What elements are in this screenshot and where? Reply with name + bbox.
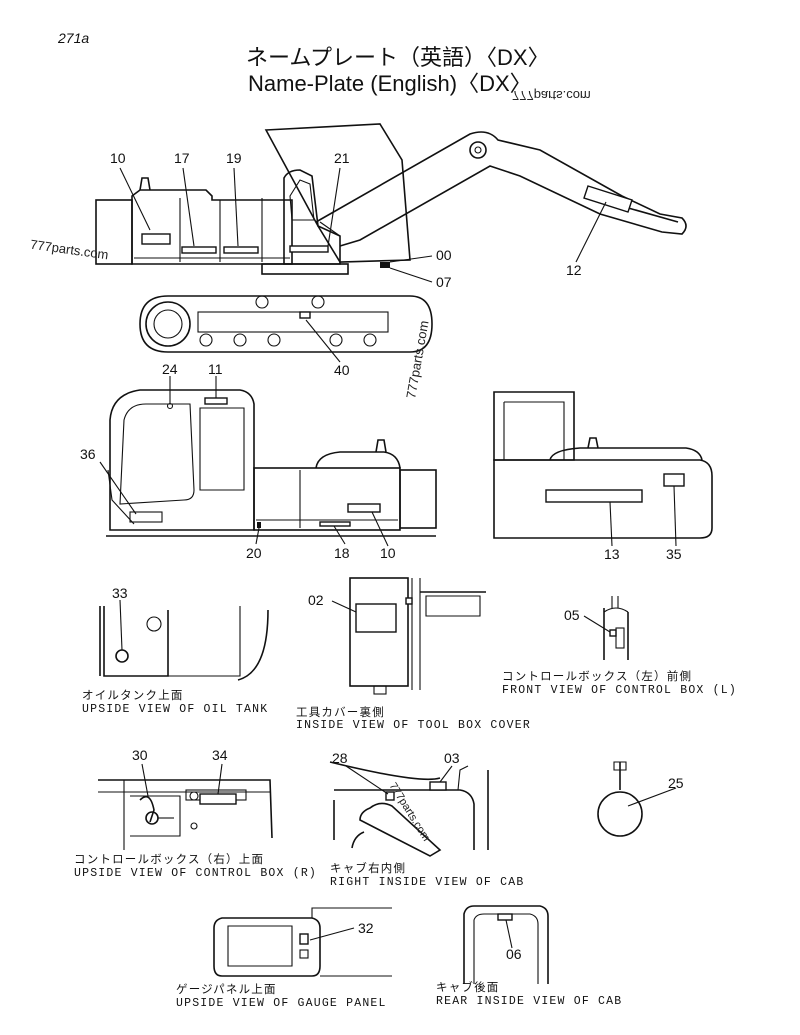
callout-36: 36 xyxy=(80,446,96,462)
callout-03: 03 xyxy=(444,750,460,766)
caption-gauge-jp: ゲージパネル上面 xyxy=(176,984,277,997)
callout-32: 32 xyxy=(358,920,374,936)
callout-35: 35 xyxy=(666,546,682,562)
callout-17: 17 xyxy=(174,150,190,166)
callout-34: 34 xyxy=(212,747,228,763)
control-box-l-view xyxy=(583,596,629,660)
callout-00: 00 xyxy=(436,247,452,263)
callout-10-body: 10 xyxy=(380,545,396,561)
caption-tool-box-jp: 工具カバー裏側 xyxy=(296,707,385,720)
caption-ctrl-r-en: UPSIDE VIEW OF CONTROL BOX (R) xyxy=(74,867,318,880)
cab-rear-inside-view xyxy=(463,905,549,984)
tool-box-cover-view xyxy=(331,577,486,695)
caption-cab-rear-en: REAR INSIDE VIEW OF CAB xyxy=(436,995,623,1008)
caption-oil-tank-en: UPSIDE VIEW OF OIL TANK xyxy=(82,703,269,716)
gauge-panel-view xyxy=(213,907,392,977)
callout-10: 10 xyxy=(110,150,126,166)
excavator-side-view xyxy=(95,123,687,353)
callout-06: 06 xyxy=(506,946,522,962)
callout-20: 20 xyxy=(246,545,262,561)
caption-cab-rear-jp: キャブ後面 xyxy=(436,982,500,995)
leader-lines-mid-left xyxy=(99,376,389,547)
caption-cab-right-jp: キャブ右内側 xyxy=(330,863,407,876)
callout-24: 24 xyxy=(162,361,178,377)
caption-cab-right-en: RIGHT INSIDE VIEW OF CAB xyxy=(330,876,525,889)
page-number: 271a xyxy=(58,30,90,46)
cab-side-view xyxy=(106,389,437,537)
callout-30: 30 xyxy=(132,747,148,763)
leader-lines-top xyxy=(119,167,607,363)
caption-gauge-en: UPSIDE VIEW OF GAUGE PANEL xyxy=(176,997,387,1010)
callout-33: 33 xyxy=(112,585,128,601)
callout-07: 07 xyxy=(436,274,452,290)
title-english: Name-Plate (English)〈DX〉 xyxy=(248,71,532,96)
leader-lines-mid-right xyxy=(609,485,677,547)
front-view xyxy=(493,391,713,539)
callout-19: 19 xyxy=(226,150,242,166)
callout-13: 13 xyxy=(604,546,620,562)
caption-tool-box-en: INSIDE VIEW OF TOOL BOX COVER xyxy=(296,719,531,732)
title-japanese: ネームプレート（英語）〈DX〉 xyxy=(246,45,550,70)
caption-oil-tank-jp: オイルタンク上面 xyxy=(82,690,184,703)
caption-ctrl-r-jp: コントロールボックス（右）上面 xyxy=(74,854,265,867)
control-box-r-view xyxy=(98,763,273,850)
callout-40: 40 xyxy=(334,362,350,378)
callout-11: 11 xyxy=(208,361,223,377)
callout-18: 18 xyxy=(334,545,350,561)
caption-ctrl-l-jp: コントロールボックス（左）前側 xyxy=(502,671,693,684)
caption-ctrl-l-en: FRONT VIEW OF CONTROL BOX (L) xyxy=(502,684,737,697)
oil-tank-view xyxy=(99,599,269,681)
watermark-top-right: 777parts.com xyxy=(512,88,591,103)
cab-right-inside-view xyxy=(329,761,489,857)
callout-12: 12 xyxy=(566,262,582,278)
round-tag-view xyxy=(597,761,677,837)
callout-05: 05 xyxy=(564,607,580,623)
callout-28: 28 xyxy=(332,750,348,766)
callout-25: 25 xyxy=(668,775,684,791)
callout-21: 21 xyxy=(334,150,350,166)
callout-02: 02 xyxy=(308,592,324,608)
